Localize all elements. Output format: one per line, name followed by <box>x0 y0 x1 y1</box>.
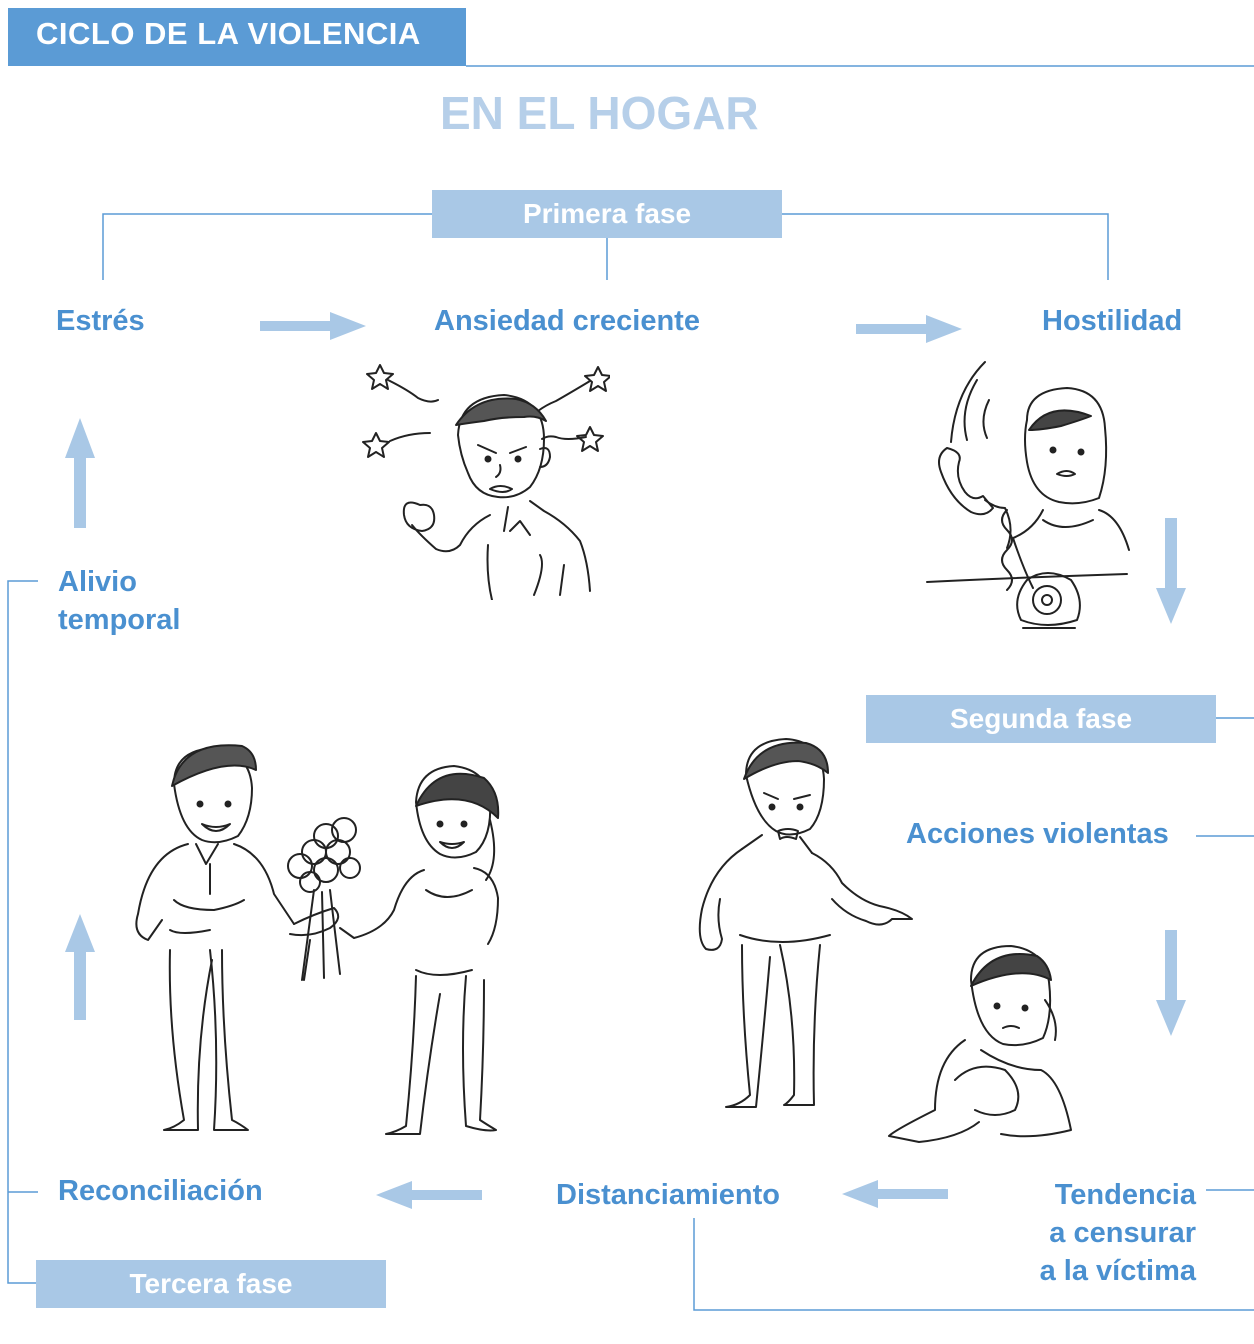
phase-label-first: Primera fase <box>522 198 692 229</box>
arrow-left-icon <box>842 1180 948 1208</box>
step-blame-victim-line-3: a la víctima <box>1039 1255 1196 1287</box>
header-banner <box>8 8 466 66</box>
phase-box-third: Tercera fase <box>36 1260 386 1308</box>
first-phase-bracket-right <box>782 213 1109 280</box>
phase-label-third: Tercera fase <box>129 1268 293 1299</box>
angry-man-illustration <box>362 364 610 600</box>
arrow-right-icon <box>260 312 366 340</box>
step-hostility: Hostilidad <box>1042 305 1183 337</box>
phase-box-first: Primera fase <box>432 190 782 238</box>
step-blame-victim-line-2: a censurar <box>1049 1217 1196 1249</box>
step-relief-line-1: Alivio <box>58 566 137 598</box>
sad-woman-sitting-illustration <box>888 945 1072 1143</box>
arrow-right-icon <box>856 315 962 343</box>
arrow-down-icon <box>1156 930 1186 1036</box>
arrow-up-icon <box>65 914 95 1020</box>
phase-box-second: Segunda fase <box>866 695 1216 743</box>
woman-on-phone-illustration <box>926 361 1130 629</box>
arrow-up-icon <box>65 418 95 528</box>
arrow-down-icon <box>1156 518 1186 624</box>
first-phase-bracket-left <box>102 213 432 280</box>
step-blame-victim-line-1: Tendencia <box>1054 1179 1196 1211</box>
step-relief-line-2: temporal <box>58 604 181 636</box>
step-stress: Estrés <box>56 305 145 337</box>
step-distancing: Distanciamiento <box>556 1179 780 1211</box>
arrow-left-icon <box>376 1181 482 1209</box>
page-subtitle: EN EL HOGAR <box>440 87 759 139</box>
step-anxiety: Ansiedad creciente <box>434 305 700 337</box>
page-title: CICLO DE LA VIOLENCIA <box>36 16 421 51</box>
step-reconciliation: Reconciliación <box>58 1175 263 1207</box>
step-relief: Alivio temporal <box>58 563 180 639</box>
couple-with-flowers-illustration <box>135 744 500 1135</box>
distancing-bracket <box>693 1218 1254 1311</box>
third-phase-bracket <box>7 580 38 1284</box>
step-violent-actions: Acciones violentas <box>906 818 1169 850</box>
step-blame-victim: Tendencia a censurar a la víctima <box>1000 1176 1196 1290</box>
man-scolding-illustration <box>698 738 913 1108</box>
phase-label-second: Segunda fase <box>949 703 1133 734</box>
